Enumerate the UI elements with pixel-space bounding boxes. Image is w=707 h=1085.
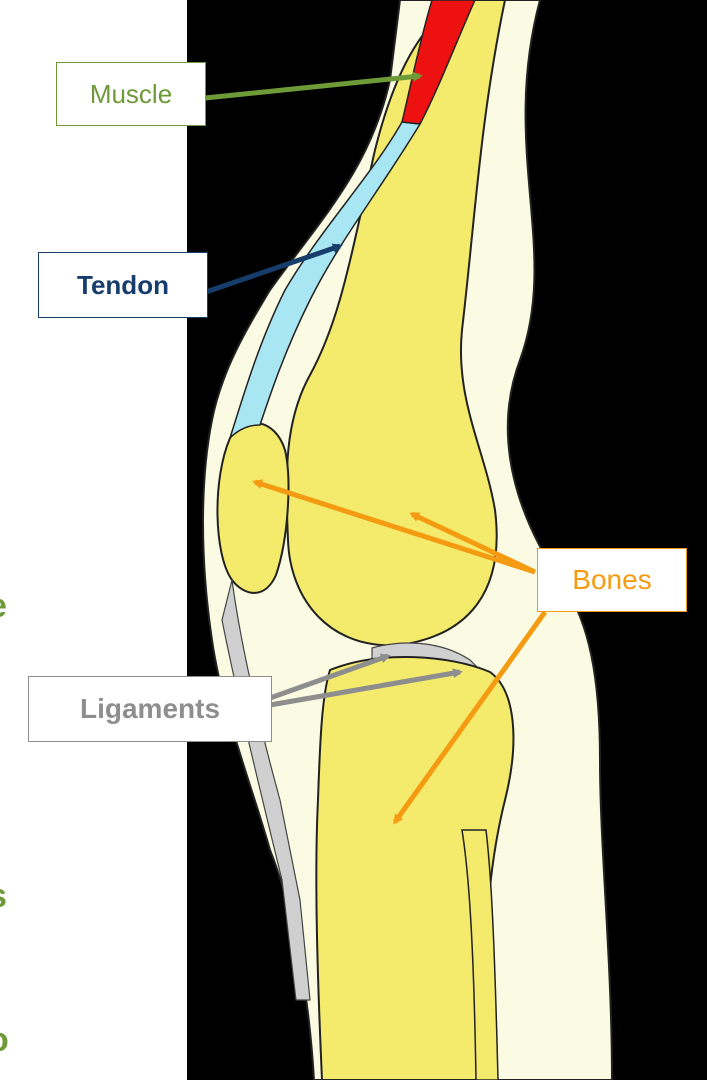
- patella-bone: [217, 423, 288, 593]
- cropped-text-line: e: [0, 586, 20, 626]
- tendon-label-text: Tendon: [77, 270, 169, 301]
- cropped-text-line: s: [0, 876, 20, 916]
- muscle-label-text: Muscle: [90, 79, 172, 110]
- cropped-text-fragment: e: [0, 586, 20, 626]
- muscle-label: Muscle: [56, 62, 206, 126]
- ligaments-label-text: Ligaments: [80, 693, 220, 725]
- cropped-text-fragment: o: [0, 1020, 20, 1060]
- bones-label-text: Bones: [572, 564, 651, 596]
- tendon-label: Tendon: [38, 252, 208, 318]
- cropped-text-fragment: s: [0, 876, 20, 916]
- bones-label: Bones: [537, 548, 687, 612]
- ligaments-label: Ligaments: [28, 676, 272, 742]
- cropped-text-line: o: [0, 1020, 20, 1060]
